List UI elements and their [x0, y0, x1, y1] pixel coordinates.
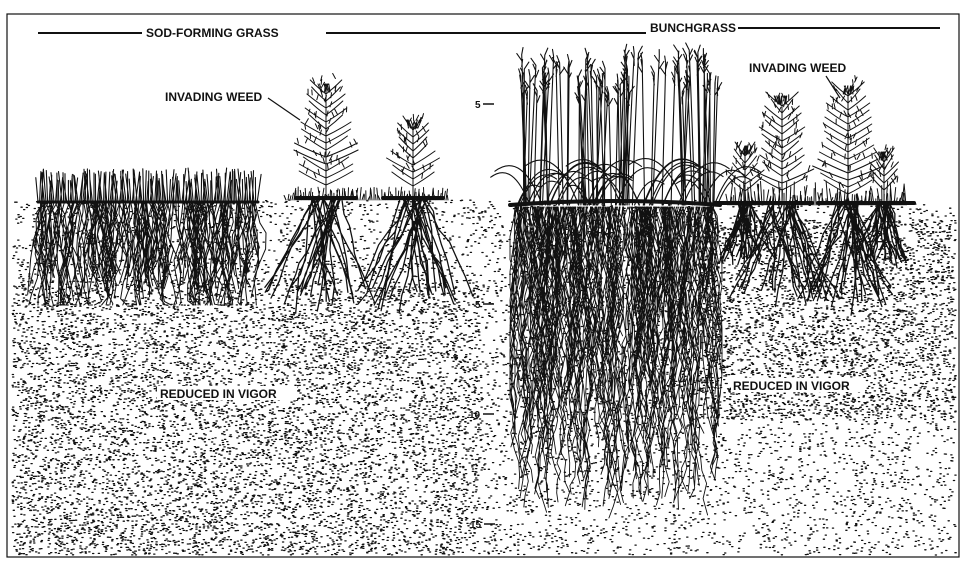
bunchgrass-header: BUNCHGRASS: [650, 21, 736, 35]
scale-label-5-top: 5: [475, 100, 481, 111]
sod-grass-mat: [36, 168, 261, 202]
invading-weed-label-left: INVADING WEED: [165, 90, 262, 104]
bunchgrass-roots: [510, 207, 722, 518]
reduced-in-vigor-right: REDUCED IN VIGOR: [733, 379, 850, 393]
sod-grass-roots: [28, 202, 266, 305]
invading-weeds-right: [715, 76, 914, 316]
leader-line-right: [826, 76, 840, 98]
scale-label-15: 15: [470, 520, 482, 531]
invading-weeds-left: [265, 74, 473, 314]
bunchgrass-foliage: [491, 43, 761, 205]
leader-line-left: [268, 98, 300, 120]
sod-forming-header: SOD-FORMING GRASS: [146, 26, 279, 40]
invading-weed-label-right: INVADING WEED: [749, 61, 846, 75]
reduced-in-vigor-left: REDUCED IN VIGOR: [160, 387, 277, 401]
scale-label-10: 10: [469, 410, 481, 421]
scale-label-5-mid: 5: [475, 300, 481, 311]
